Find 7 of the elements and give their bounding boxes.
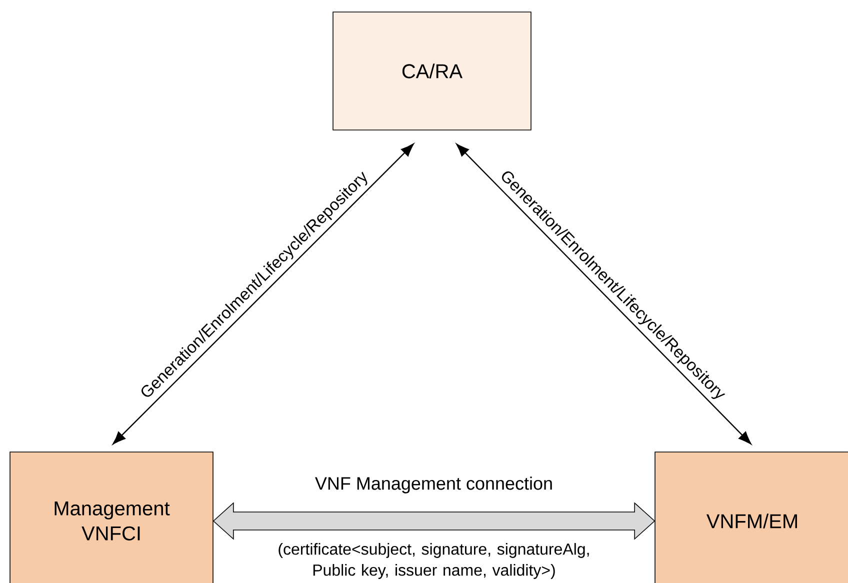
edge-label: VNF Management connection [315,476,552,494]
process-box: Management VNFCI [10,452,214,583]
arrow [456,144,752,444]
arrow [112,144,414,444]
note-text: (certificate<subject, signature, signatureAlg, Public key, issuer name, validity>) [278,543,589,579]
process-box: VNFM/EM [654,452,848,583]
process-box: CA/RA [332,12,532,130]
